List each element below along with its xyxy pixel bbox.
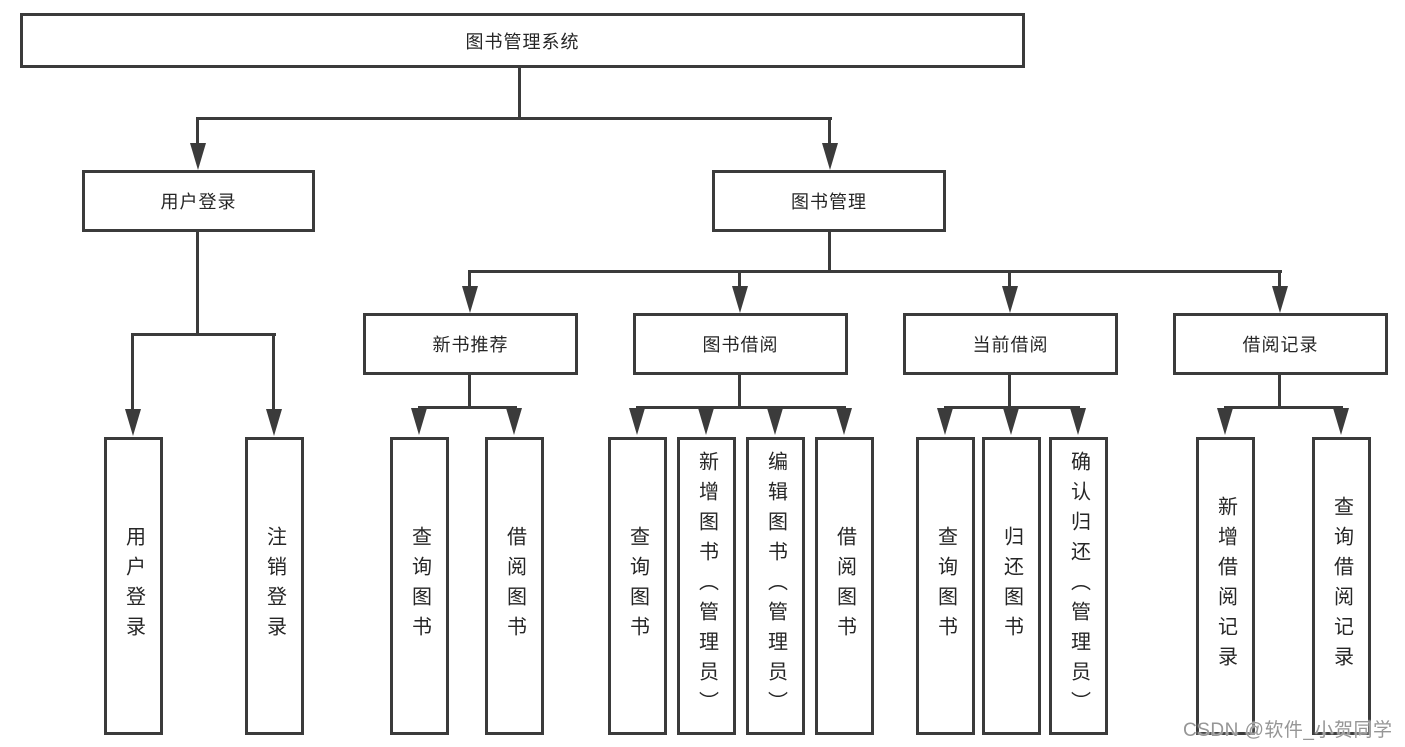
connector-line <box>196 232 199 336</box>
connector-line <box>1224 406 1343 409</box>
node-bb-query-book: 查询图书 <box>608 437 667 735</box>
arrowhead-down-icon <box>462 286 478 313</box>
node-current-borrow: 当前借阅 <box>903 313 1118 375</box>
connector-line <box>944 406 1080 409</box>
node-ul-logout: 注销登录 <box>245 437 304 735</box>
arrowhead-down-icon <box>836 408 852 435</box>
node-nr-query-book-label: 查询图书 <box>408 526 431 646</box>
arrowhead-down-icon <box>266 409 282 436</box>
connector-line <box>828 232 831 273</box>
node-br-add-record: 新增借阅记录 <box>1196 437 1255 735</box>
node-bb-add-book-label: 新增图书（管理员） <box>695 451 718 721</box>
node-bb-query-book-label: 查询图书 <box>626 526 649 646</box>
arrowhead-down-icon <box>190 143 206 170</box>
arrowhead-down-icon <box>767 408 783 435</box>
arrowhead-down-icon <box>506 408 522 435</box>
connector-line <box>1278 270 1281 288</box>
arrowhead-down-icon <box>1272 286 1288 313</box>
arrowhead-down-icon <box>1333 408 1349 435</box>
node-book-mgmt-label: 图书管理 <box>791 192 867 212</box>
connector-line <box>468 270 471 288</box>
node-user-login: 用户登录 <box>82 170 315 232</box>
connector-line <box>272 333 275 411</box>
node-nr-query-book: 查询图书 <box>390 437 449 735</box>
node-borrow-records: 借阅记录 <box>1173 313 1388 375</box>
connector-line <box>636 406 846 409</box>
node-bb-add-book: 新增图书（管理员） <box>677 437 736 735</box>
node-bb-borrow-book-label: 借阅图书 <box>833 526 856 646</box>
node-new-book-rec-label: 新书推荐 <box>432 335 509 355</box>
connector-line <box>828 117 831 145</box>
arrowhead-down-icon <box>1002 286 1018 313</box>
node-book-borrow: 图书借阅 <box>633 313 848 375</box>
node-cb-confirm-return-label: 确认归还（管理员） <box>1067 451 1090 721</box>
arrowhead-down-icon <box>411 408 427 435</box>
node-book-borrow-label: 图书借阅 <box>702 335 779 355</box>
connector-line <box>418 406 517 409</box>
connector-line <box>131 333 134 411</box>
node-borrow-records-label: 借阅记录 <box>1242 335 1319 355</box>
connector-line <box>738 270 741 288</box>
connector-line <box>738 375 741 408</box>
node-br-query-record: 查询借阅记录 <box>1312 437 1371 735</box>
connector-line <box>1278 375 1281 408</box>
node-user-login-label: 用户登录 <box>160 192 237 212</box>
arrowhead-down-icon <box>732 286 748 313</box>
connector-line <box>468 270 1282 273</box>
node-br-query-record-label: 查询借阅记录 <box>1330 496 1353 676</box>
arrowhead-down-icon <box>698 408 714 435</box>
connector-line <box>518 68 521 118</box>
node-bb-borrow-book: 借阅图书 <box>815 437 874 735</box>
connector-line <box>468 375 471 408</box>
connector-line <box>196 117 832 120</box>
arrowhead-down-icon <box>937 408 953 435</box>
node-current-borrow-label: 当前借阅 <box>972 335 1049 355</box>
node-root-label: 图书管理系统 <box>465 31 580 52</box>
node-cb-confirm-return: 确认归还（管理员） <box>1049 437 1108 735</box>
node-br-add-record-label: 新增借阅记录 <box>1214 496 1237 676</box>
node-new-book-rec: 新书推荐 <box>363 313 578 375</box>
connector-line <box>196 117 199 145</box>
arrowhead-down-icon <box>125 409 141 436</box>
arrowhead-down-icon <box>822 143 838 170</box>
node-bb-edit-book-label: 编辑图书（管理员） <box>764 451 787 721</box>
arrowhead-down-icon <box>1217 408 1233 435</box>
arrowhead-down-icon <box>1003 408 1019 435</box>
node-root: 图书管理系统 <box>20 13 1025 68</box>
node-cb-query-book-label: 查询图书 <box>934 526 957 646</box>
node-cb-query-book: 查询图书 <box>916 437 975 735</box>
connector-line <box>131 333 276 336</box>
arrowhead-down-icon <box>1070 408 1086 435</box>
node-book-mgmt: 图书管理 <box>712 170 946 232</box>
node-ul-user-login: 用户登录 <box>104 437 163 735</box>
node-ul-user-login-label: 用户登录 <box>122 526 145 646</box>
csdn-watermark: CSDN @软件_小贺同学 <box>1183 720 1393 741</box>
node-nr-borrow-book-label: 借阅图书 <box>503 526 526 646</box>
node-nr-borrow-book: 借阅图书 <box>485 437 544 735</box>
connector-line <box>1008 375 1011 408</box>
node-cb-return-book: 归还图书 <box>982 437 1041 735</box>
arrowhead-down-icon <box>629 408 645 435</box>
node-bb-edit-book: 编辑图书（管理员） <box>746 437 805 735</box>
connector-line <box>1008 270 1011 288</box>
node-ul-logout-label: 注销登录 <box>263 526 286 646</box>
node-cb-return-book-label: 归还图书 <box>1000 526 1023 646</box>
